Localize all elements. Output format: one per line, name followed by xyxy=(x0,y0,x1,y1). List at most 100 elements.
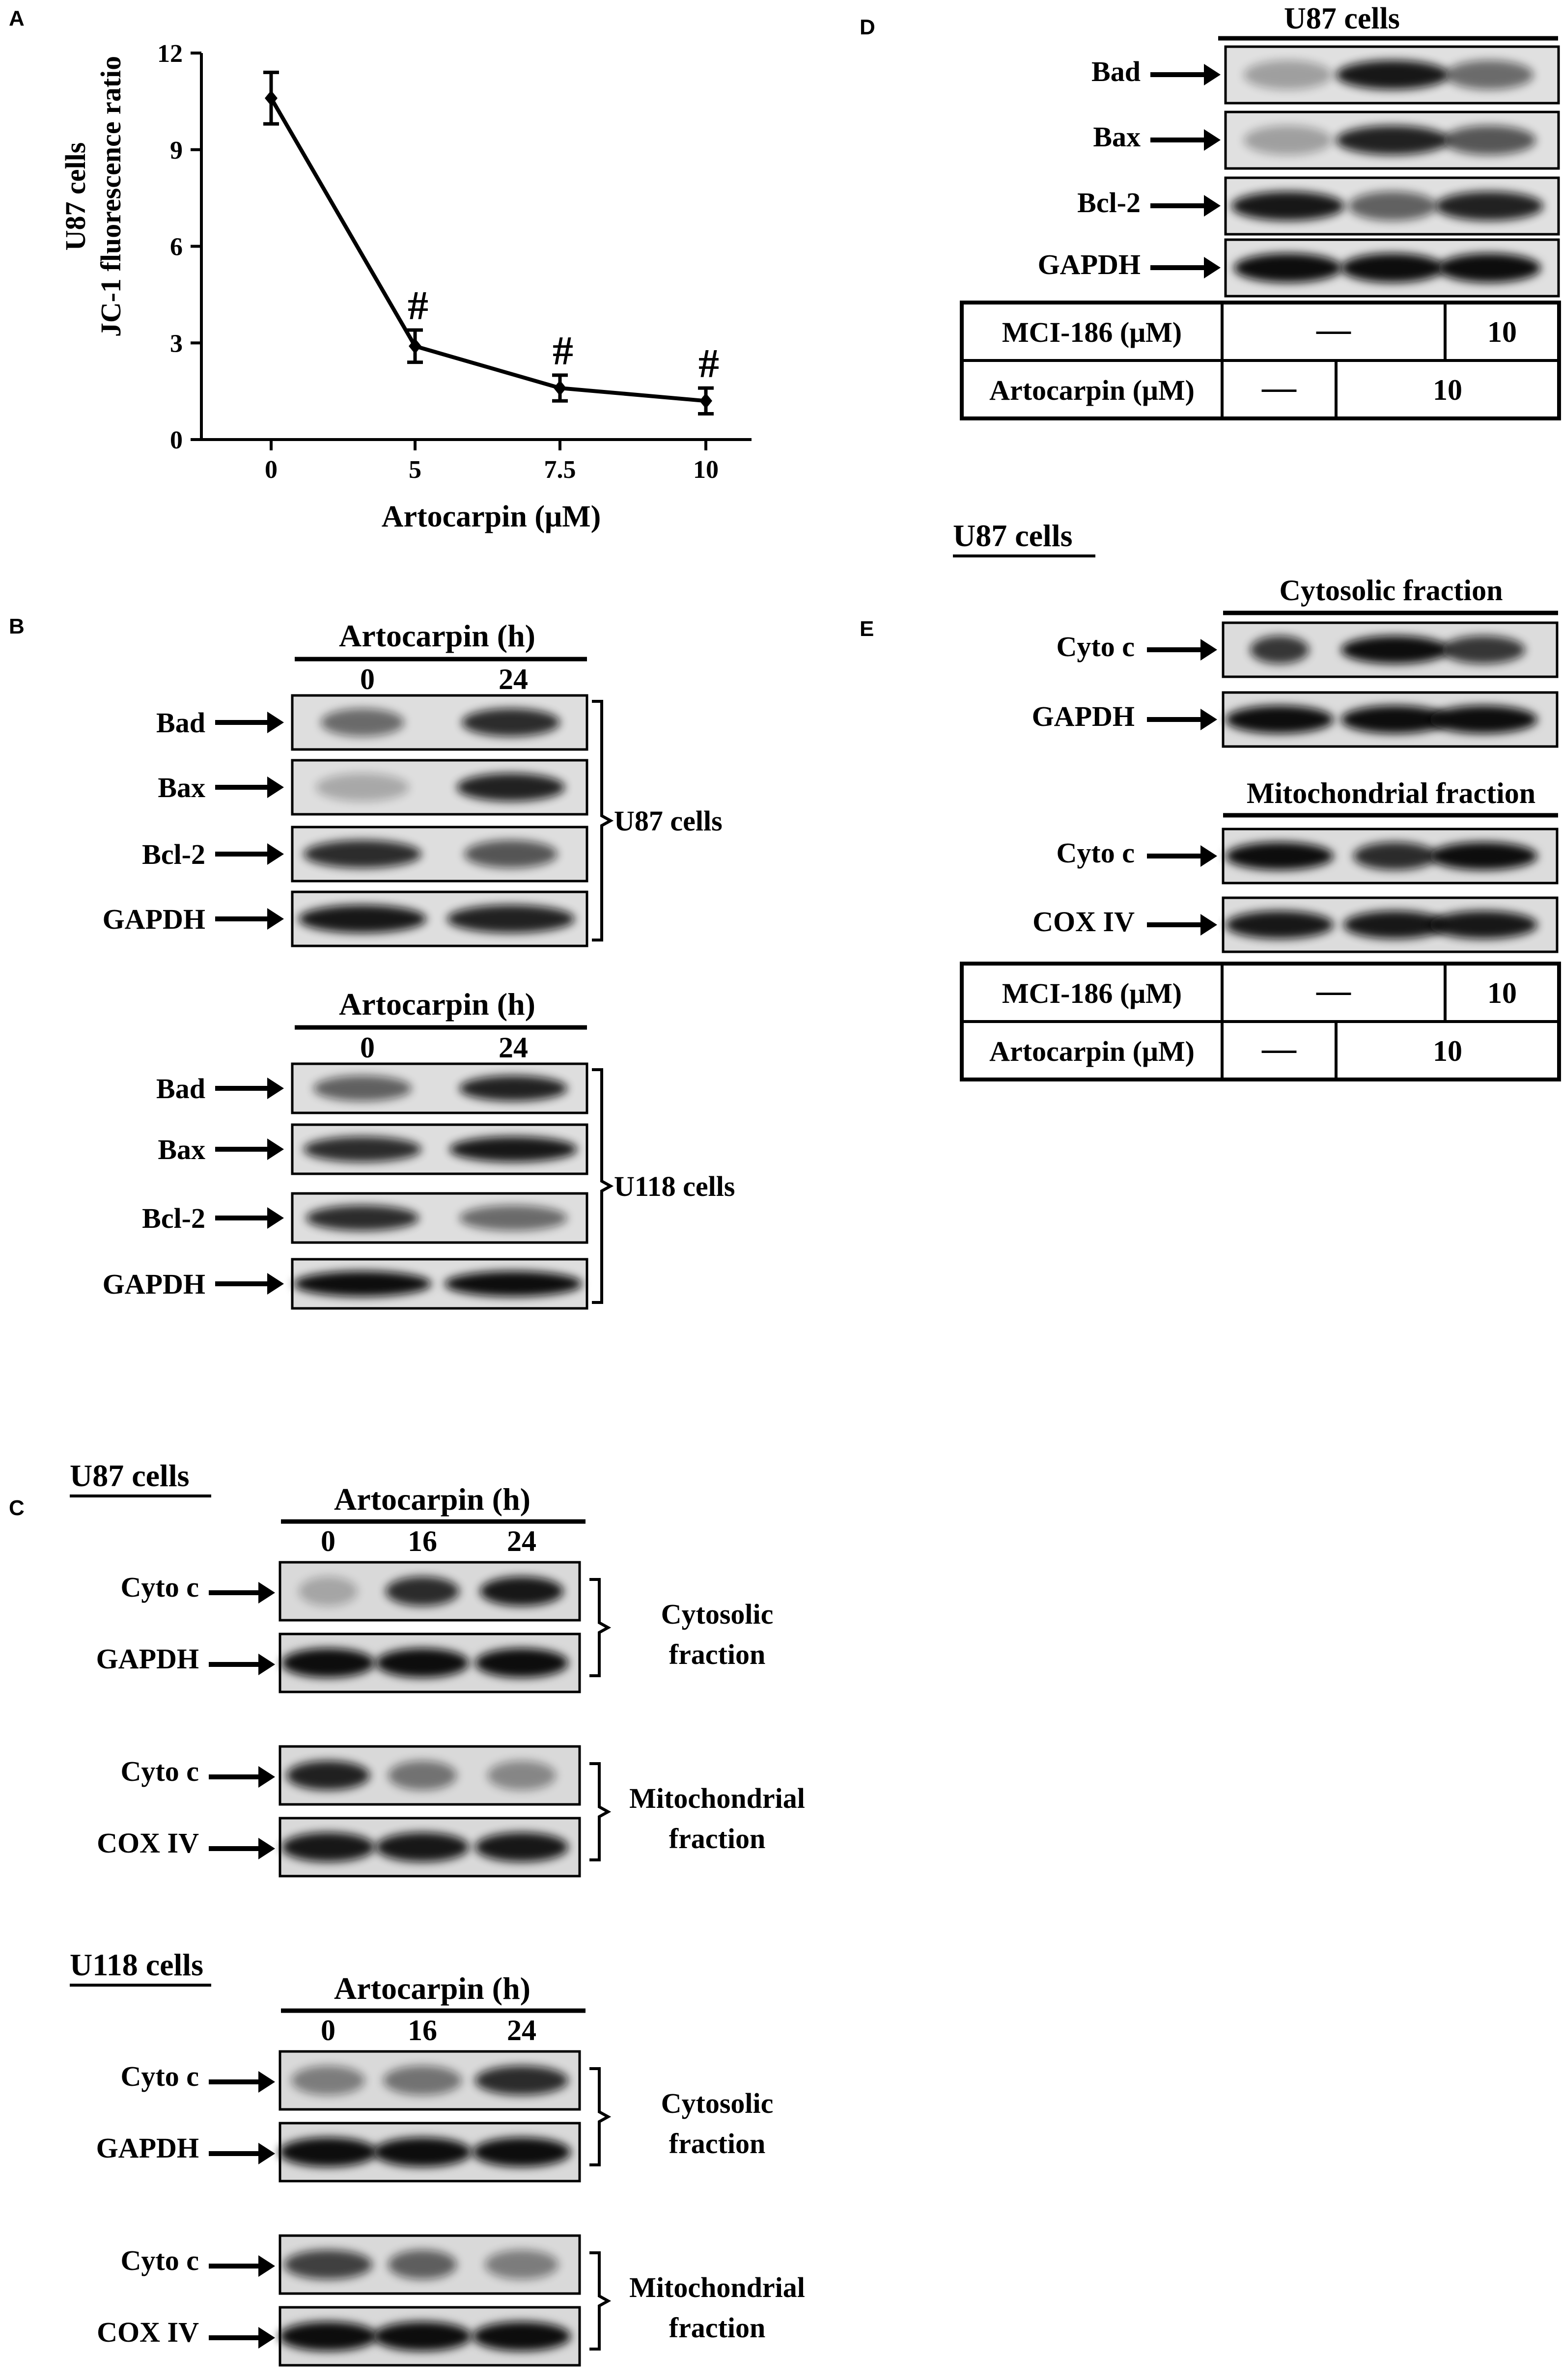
row-label: Bax xyxy=(158,772,205,803)
panel-d-letter: D xyxy=(860,15,875,39)
row-label: GAPDH xyxy=(103,903,205,935)
blot-strip-d-band-1 xyxy=(1231,191,1344,221)
artocarpin-neg: — xyxy=(1261,369,1297,407)
blot-strip-band-3 xyxy=(487,1761,556,1790)
blot-strip-band-1 xyxy=(281,1832,375,1862)
blot-strip-band-3 xyxy=(475,1648,568,1678)
fraction-header: Cytosolic fraction xyxy=(1280,574,1503,607)
row-label: GAPDH xyxy=(1038,249,1141,280)
panel-b-letter: B xyxy=(9,614,25,638)
row-arrow-head xyxy=(1200,845,1217,867)
blot-strip-bcl-2-band-2 xyxy=(464,840,558,868)
blot-strip-gapdh-band-1 xyxy=(294,1271,431,1297)
blot-strip-band-3 xyxy=(473,2137,571,2167)
row-arrow-head xyxy=(267,1138,284,1160)
blot-strip-d-band-3 xyxy=(1438,253,1541,283)
mci-186-neg: — xyxy=(1316,311,1351,349)
blot-strip-d-band-2 xyxy=(1336,125,1449,155)
blot-header: Artocarpin (h) xyxy=(334,1482,530,1517)
blot-strip-d-frame xyxy=(1224,238,1560,298)
blot-strip-band-2 xyxy=(383,2066,462,2095)
row-label: Bax xyxy=(1093,121,1141,153)
row-label: Bad xyxy=(156,707,205,739)
lane-label: 24 xyxy=(507,2014,536,2047)
row-label: Cyto c xyxy=(121,2060,199,2092)
row-arrow-head xyxy=(1200,914,1217,936)
mci-186-label: MCI-186 (μM) xyxy=(1002,316,1182,348)
x-tick-label: 7.5 xyxy=(544,456,576,484)
row-label: Cyto c xyxy=(121,1571,199,1603)
group-label: U118 cells xyxy=(614,1170,735,1202)
row-arrow-head xyxy=(267,908,284,930)
blot-strip-bad-band-1 xyxy=(313,1076,412,1101)
row-label: COX IV xyxy=(1032,906,1135,938)
blot-strip-bcl-2-frame xyxy=(291,1192,588,1244)
row-arrow-head xyxy=(267,712,284,733)
blot-strip-band-1 xyxy=(291,2066,365,2095)
blot-strip-e-band-1 xyxy=(1226,842,1334,870)
blot-strip-band-2 xyxy=(388,1761,457,1790)
mci-186-pos: 10 xyxy=(1487,316,1517,348)
fraction-label: Mitochondrial xyxy=(629,1782,805,1814)
blot-strip-band-1 xyxy=(279,2137,377,2167)
blot-strip-bax-band-2 xyxy=(457,773,565,802)
blot-strip-e-band-3 xyxy=(1429,842,1537,870)
y-axis-label-line1: U87 cells xyxy=(59,142,91,251)
blot-strip-e-band-3 xyxy=(1429,705,1537,734)
blot-header: Artocarpin (h) xyxy=(339,618,535,653)
data-point xyxy=(699,393,712,409)
blot-strip-band-2 xyxy=(373,2322,472,2351)
lane-label: 24 xyxy=(507,1525,536,1557)
blot-strip-d-band-1 xyxy=(1244,60,1332,90)
blot-strip-bad-band-1 xyxy=(321,708,404,737)
blot-strip-bax-band-1 xyxy=(304,1136,421,1162)
row-arrow-head xyxy=(267,776,284,798)
fraction-label: Cytosolic xyxy=(661,1598,774,1630)
lane-label: 0 xyxy=(360,1031,375,1064)
blot-strip-bad-frame xyxy=(291,1062,588,1114)
fraction-brace xyxy=(589,1762,612,1861)
fraction-label: fraction xyxy=(669,1638,766,1670)
blot-strip-d-band-3 xyxy=(1443,125,1536,155)
row-arrow-head xyxy=(258,2071,275,2093)
row-arrow-head xyxy=(267,1078,284,1099)
blot-strip-band-1 xyxy=(281,1648,375,1678)
blot-header: Artocarpin (h) xyxy=(334,1971,530,2006)
blot-strip-d-band-2 xyxy=(1341,253,1444,283)
row-label: Cyto c xyxy=(121,1755,199,1787)
fraction-brace xyxy=(589,2251,612,2351)
blot-strip-frame xyxy=(279,2234,581,2295)
data-point xyxy=(265,90,278,106)
significance-mark: # xyxy=(553,328,573,374)
cell-line-title: U87 cells xyxy=(70,1458,190,1493)
y-tick-label: 3 xyxy=(170,330,183,358)
blot-strip-band-3 xyxy=(475,1832,568,1862)
data-point xyxy=(409,338,421,354)
blot-strip-e-band-1 xyxy=(1250,636,1309,664)
artocarpin-label: Artocarpin (μM) xyxy=(989,1035,1195,1067)
blot-strip-frame xyxy=(279,2306,581,2367)
x-tick-label: 0 xyxy=(265,456,278,484)
artocarpin-pos: 10 xyxy=(1433,374,1462,406)
blot-strip-e-band-3 xyxy=(1429,911,1537,939)
blot-strip-gapdh-band-1 xyxy=(299,905,426,933)
blot-strip-bcl-2-frame xyxy=(291,826,588,883)
row-arrow-head xyxy=(1204,195,1221,217)
row-arrow-head xyxy=(1200,639,1217,661)
blot-strip-gapdh-band-2 xyxy=(447,905,575,933)
row-label: Bcl-2 xyxy=(142,838,205,870)
blot-strip-band-1 xyxy=(286,1761,370,1790)
panel-e-letter: E xyxy=(860,617,874,641)
y-tick-label: 0 xyxy=(170,426,183,454)
y-axis-label-line2: JC-1 fluorescence ratio xyxy=(95,56,127,337)
blot-strip-band-1 xyxy=(284,2250,372,2279)
